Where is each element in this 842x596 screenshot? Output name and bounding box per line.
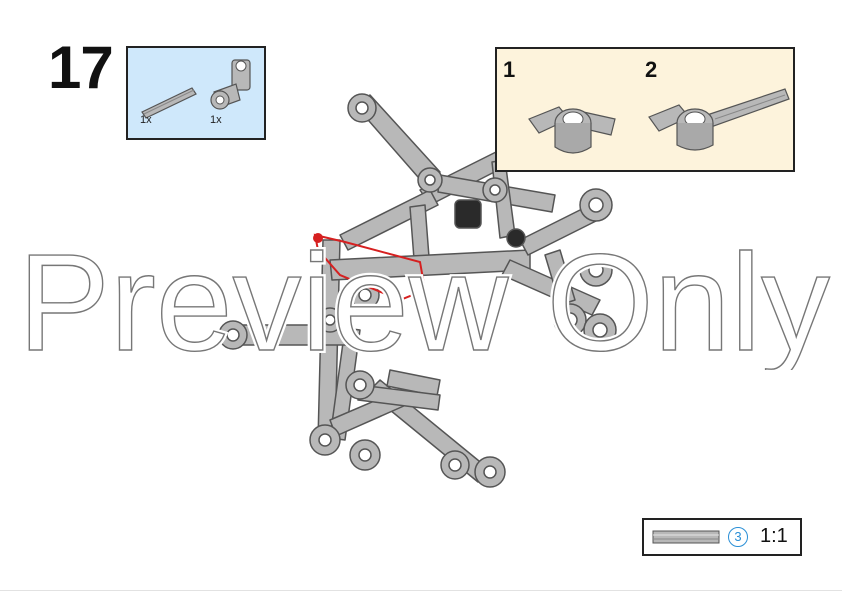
step-number: 17 <box>48 34 114 101</box>
page-divider <box>0 590 842 591</box>
axle-scale-icon <box>652 530 720 544</box>
parts-list: 1x 1x <box>126 46 266 140</box>
scale-ratio: 1:1 <box>760 525 788 547</box>
sub-step-1-number: 1 <box>503 57 516 82</box>
part-qty-axle: 1x <box>140 114 152 126</box>
watermark-text: Preview Only <box>18 230 830 370</box>
sub-assembly-callout: 1 2 <box>495 47 795 172</box>
watermark: Preview Only Preview Only <box>15 230 833 370</box>
part-qty-angle-connector: 1x <box>210 114 222 126</box>
sub-step-2-illustration <box>648 88 790 151</box>
scale-indicator: 3 1:1 <box>642 518 802 556</box>
angle-connector-part-icon <box>210 59 251 110</box>
axle-part-icon <box>141 87 197 119</box>
scale-length-marker: 3 <box>728 527 748 547</box>
sub-step-2-number: 2 <box>645 57 658 82</box>
watermark-text-outline: Preview Only <box>18 230 830 370</box>
sub-step-1-illustration <box>528 106 616 154</box>
